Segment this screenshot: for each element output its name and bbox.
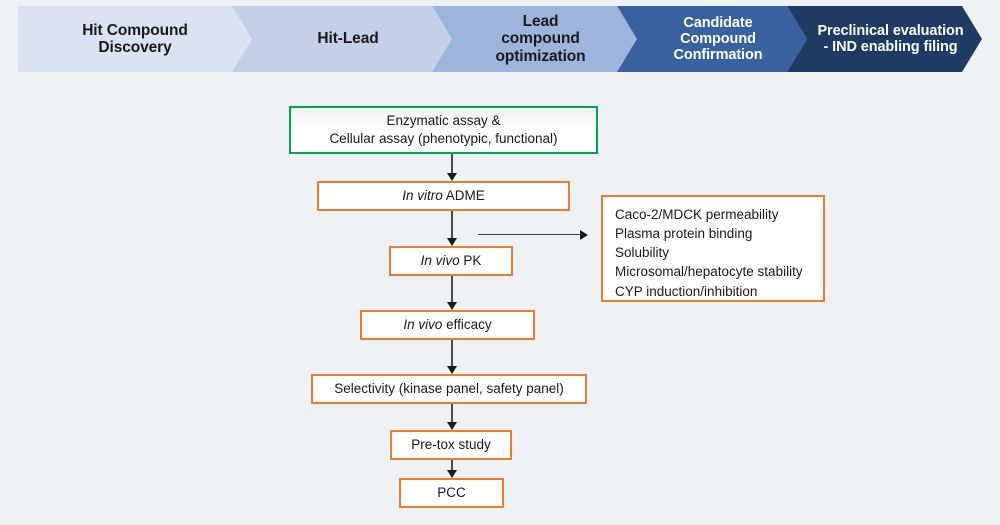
node-pre-tox-study[interactable]: Pre-tox study	[390, 430, 512, 460]
node-label: PCC	[437, 484, 466, 500]
node-label: Selectivity (kinase panel, safety panel)	[334, 380, 564, 396]
stage-chevron-label: Hit Compound Discovery	[82, 21, 188, 56]
connector-stem	[451, 340, 453, 367]
node-label-rest: PK	[459, 252, 482, 268]
node-label-italic: In vivo	[403, 316, 443, 332]
arrowhead-down-icon	[446, 470, 457, 478]
stage-chevron-2[interactable]: Hit-Lead	[232, 6, 452, 72]
connector-stem	[451, 276, 453, 303]
node-enzymatic-cellular-assay[interactable]: Enzymatic assay & Cellular assay (phenot…	[289, 106, 598, 154]
stage-chevron-label: Candidate Compound Confirmation	[673, 14, 763, 64]
stage-chevron-label: Preclinical evaluation - IND enabling fi…	[817, 22, 964, 55]
node-label: In vivo PK	[421, 252, 482, 270]
connector-stem	[451, 154, 453, 174]
node-in-vivo-pk[interactable]: In vivo PK	[389, 246, 513, 276]
node-in-vivo-efficacy[interactable]: In vivo efficacy	[360, 310, 535, 340]
node-in-vitro-adme[interactable]: In vitro ADME	[317, 181, 570, 211]
flowchart: Enzymatic assay & Cellular assay (phenot…	[0, 80, 1000, 525]
stage-chevron-label: Hit-Lead	[317, 30, 379, 48]
detail-box-line: Solubility	[615, 245, 670, 261]
node-label-rest: ADME	[442, 187, 485, 203]
arrowhead-down-icon	[446, 302, 457, 310]
arrowhead-down-icon	[446, 173, 457, 181]
connector-stem	[451, 460, 453, 471]
node-label: In vivo efficacy	[403, 316, 491, 334]
stage-banner: Hit Compound Discovery Hit-Lead Lead compo…	[0, 0, 1000, 80]
node-label: In vitro ADME	[402, 187, 485, 205]
node-selectivity[interactable]: Selectivity (kinase panel, safety panel)	[311, 374, 587, 404]
connector-stem	[451, 211, 453, 239]
node-label-italic: In vitro	[402, 187, 443, 203]
connector-adme-to-detail-box	[478, 229, 588, 240]
node-label: Enzymatic assay & Cellular assay (phenot…	[329, 112, 558, 146]
detail-box-line: Caco-2/MDCK permeability	[615, 207, 779, 222]
arrowhead-down-icon	[446, 422, 457, 430]
detail-box-line: CYP induction/inhibition	[615, 283, 758, 299]
connector-stem	[451, 404, 453, 423]
node-pcc[interactable]: PCC	[399, 478, 504, 508]
stage-chevron-3[interactable]: Lead compound optimization	[432, 6, 637, 72]
stage-chevron-4[interactable]: Candidate Compound Confirmation	[617, 6, 807, 72]
arrowhead-down-icon	[446, 366, 457, 374]
stage-chevron-5[interactable]: Preclinical evaluation - IND enabling fi…	[787, 6, 982, 72]
arrowhead-down-icon	[446, 238, 457, 246]
arrowhead-right-icon	[580, 229, 588, 240]
detail-box-line: Microsomal/hepatocyte stability	[615, 264, 803, 280]
stage-chevron-label: Lead compound optimization	[495, 12, 586, 65]
node-label-italic: In vivo	[420, 252, 460, 268]
stage-chevron-1[interactable]: Hit Compound Discovery	[18, 6, 252, 72]
node-label: Pre-tox study	[411, 436, 491, 452]
node-label-rest: efficacy	[442, 316, 492, 332]
detail-box-line: Plasma protein binding	[615, 226, 753, 242]
